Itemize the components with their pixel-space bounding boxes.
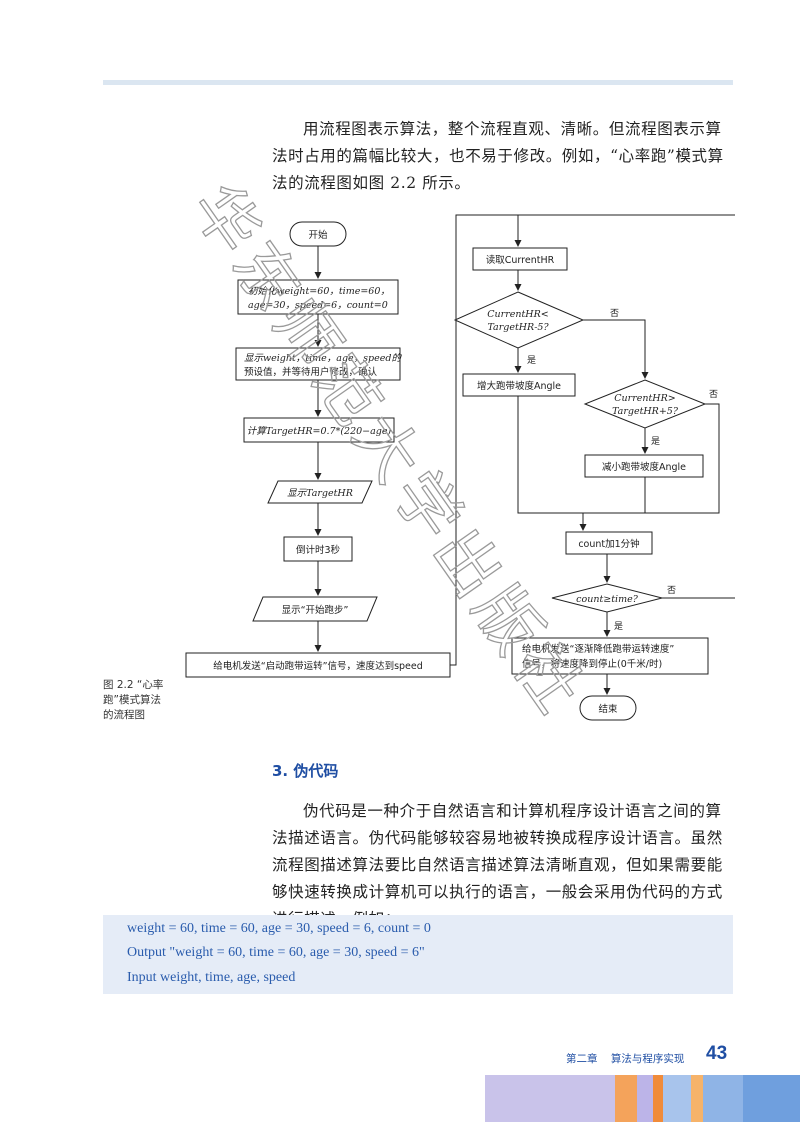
show-target-label: 显示TargetHR (287, 488, 353, 499)
decision2-yes: 是 (651, 436, 660, 447)
motor-stop-line1: 给电机发送“逐渐降低跑带运转速度” (522, 643, 674, 655)
motor-start-box (185, 652, 451, 678)
init-line1: 初始化weight=60，time=60， (248, 286, 390, 297)
decision-high-hr (583, 379, 707, 429)
figure-caption: 图 2.2 “心率跑”模式算法的流程图 (103, 679, 164, 721)
decrease-angle-label: 减小跑带坡度Angle (602, 461, 686, 473)
section-heading: 3. 伪代码 (272, 762, 339, 780)
code-block: weight = 60, time = 60, age = 30, speed … (103, 915, 733, 994)
init-line2: age=30，speed=6，count=0 (248, 300, 388, 311)
decision1-no: 否 (610, 308, 619, 319)
top-rule (103, 80, 733, 85)
page-number: 43 (706, 1043, 728, 1064)
increase-angle-label: 增大跑带坡度Angle (477, 380, 561, 392)
decision3-label: count≥time? (576, 594, 639, 605)
pseudocode-paragraph: 伪代码是一种介于自然语言和计算机程序设计语言之间的算法描述语言。伪代码能够较容易… (272, 802, 723, 928)
show-line2: 预设值，并等待用户修改，确认 (244, 366, 378, 378)
show-target-io (267, 480, 373, 504)
calc-target-label: 计算TargetHR=0.7*(220−age) (247, 425, 392, 437)
code-line: Input weight, time, age, speed (127, 970, 296, 985)
increase-angle-box (462, 373, 576, 397)
calc-target-box (243, 417, 395, 443)
count-inc-box (565, 531, 653, 555)
footer-color-bar (485, 1075, 800, 1122)
countdown-label: 倒计时3秒 (296, 544, 341, 556)
count-inc-label: count加1分钟 (578, 538, 639, 550)
decision3-no: 否 (667, 585, 676, 596)
code-line: Output "weight = 60, time = 60, age = 30… (127, 945, 425, 960)
decision3-yes: 是 (614, 621, 623, 632)
decision2-line2: TargetHR+5? (612, 406, 679, 417)
motor-stop-line2: 信号，将速度降到停止(0千米/时) (522, 658, 662, 670)
end-label: 结束 (598, 703, 618, 715)
motor-stop-box (511, 637, 709, 675)
show-start-io (252, 596, 378, 622)
code-line: weight = 60, time = 60, age = 30, speed … (127, 921, 431, 936)
decrease-angle-box (584, 454, 704, 478)
motor-start-label: 给电机发送“启动跑带运转”信号，速度达到speed (213, 660, 423, 672)
read-hr-box (472, 247, 568, 271)
start-label: 开始 (308, 229, 328, 241)
init-box (237, 279, 399, 315)
show-defaults-box (235, 347, 401, 381)
decision-low-hr (453, 291, 585, 349)
read-hr-label: 读取CurrentHR (486, 254, 555, 266)
chapter-footer: 第二章 算法与程序实现 (566, 1053, 685, 1065)
decision1-line1: CurrentHR< (487, 309, 548, 320)
decision1-yes: 是 (527, 355, 536, 366)
intro-paragraph: 用流程图表示算法，整个流程直观、清晰。但流程图表示算法时占用的篇幅比较大，也不易… (272, 120, 724, 192)
show-line1: 显示weight，time，age，speed的 (244, 352, 402, 364)
decision2-line1: CurrentHR> (614, 393, 675, 404)
decision2-no: 否 (709, 389, 718, 400)
end-node (579, 695, 637, 721)
show-start-label: 显示“开始跑步” (282, 604, 349, 616)
decision1-line2: TargetHR-5? (487, 322, 549, 333)
